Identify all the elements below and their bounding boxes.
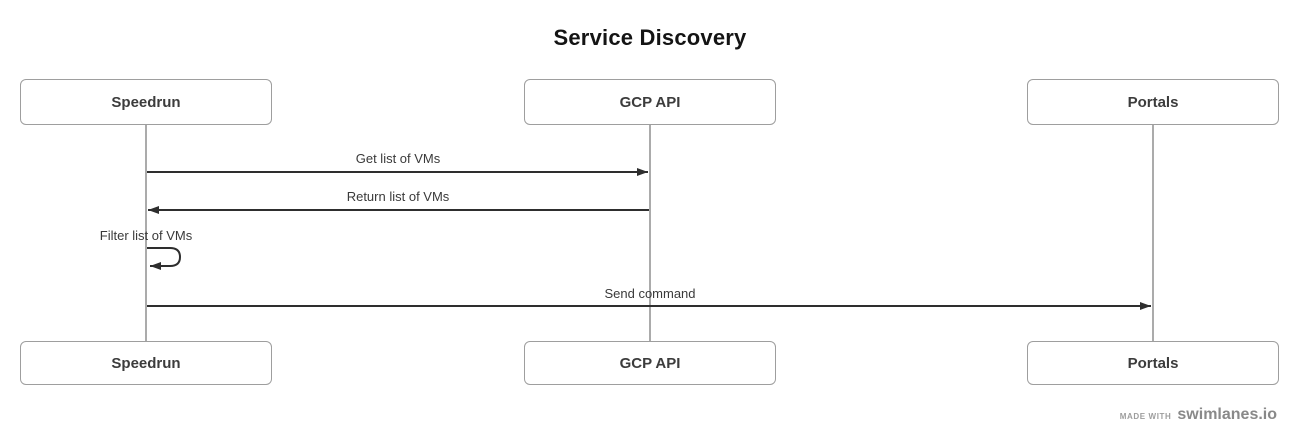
message-label-filter-list-of-vms: Filter list of VMs (99, 228, 193, 243)
actor-box-bottom-speedrun: Speedrun (20, 341, 272, 385)
actor-label: Speedrun (111, 354, 181, 372)
footer: MADE WITH swimlanes.io (1120, 406, 1277, 424)
made-with-label: MADE WITH (1119, 412, 1172, 421)
actor-box-top-portals: Portals (1027, 79, 1279, 125)
actor-label: GCP API (619, 354, 681, 372)
actor-label: Portals (1127, 93, 1179, 111)
actor-label: Portals (1127, 354, 1179, 372)
message-label-return-list-of-vms: Return list of VMs (346, 189, 450, 204)
actor-label: Speedrun (111, 93, 181, 111)
self-message-loop-filter-list-of-vms (147, 247, 182, 270)
diagram-title: Service Discovery (553, 25, 747, 50)
actor-box-bottom-portals: Portals (1027, 341, 1279, 385)
message-label-send-command: Send command (604, 286, 696, 301)
actor-label: GCP API (619, 93, 681, 111)
actor-box-top-speedrun: Speedrun (20, 79, 272, 125)
message-label-get-list-of-vms: Get list of VMs (355, 151, 441, 166)
actor-box-bottom-gcp-api: GCP API (524, 341, 776, 385)
actor-box-top-gcp-api: GCP API (524, 79, 776, 125)
swimlanes-brand-link[interactable]: swimlanes.io (1177, 406, 1277, 423)
